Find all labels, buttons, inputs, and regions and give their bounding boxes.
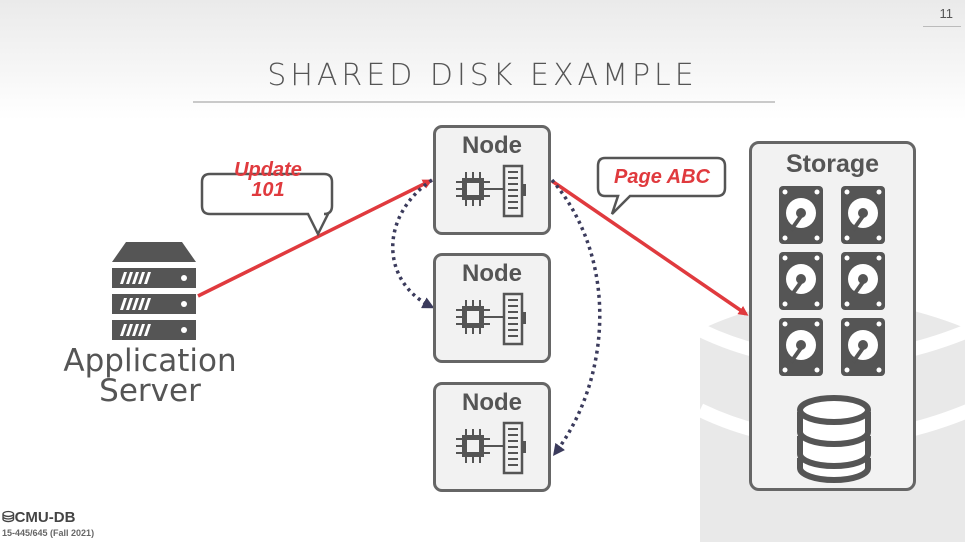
course-label: 15-445/645 (Fall 2021) (2, 528, 95, 538)
update-callout-bubble (200, 172, 334, 237)
node-3-label: Node (462, 389, 522, 416)
page-request-arrow (551, 179, 749, 316)
title-underline (193, 101, 775, 103)
node-2: Node (433, 253, 551, 363)
cpu-memory-icon (456, 292, 526, 346)
node-1: Node (433, 125, 551, 235)
slide-title: SHARED DISK EXAMPLE (267, 58, 698, 93)
application-server-label-line1: Application (63, 343, 237, 379)
hard-disk-array (779, 186, 887, 378)
node-1-label: Node (462, 132, 522, 159)
update-callout-line2: 101 (251, 179, 285, 201)
update-arrow (197, 179, 433, 298)
cmu-db-logo: ⛁CMU-DB (2, 508, 75, 526)
cpu-memory-icon (456, 421, 526, 475)
storage-box: Storage (749, 141, 916, 491)
server-rack-icon (112, 242, 196, 340)
cmu-db-logo-text: CMU-DB (14, 509, 76, 526)
application-server-label-line2: Server (99, 373, 201, 409)
slide-number: 11 (939, 6, 954, 21)
node-2-label: Node (462, 260, 522, 287)
update-callout-line1: Update (234, 159, 302, 181)
node-3: Node (433, 382, 551, 492)
cpu-memory-icon (456, 164, 526, 218)
slide-number-rule (923, 26, 961, 27)
database-logo-icon: ⛁ (2, 509, 15, 526)
application-server-label: Application Server (55, 343, 245, 409)
update-callout-text: Update 101 (205, 160, 331, 200)
database-icon (797, 395, 871, 483)
page-callout-text: Page ABC (614, 166, 710, 188)
invalidate-arrow-node3 (550, 178, 602, 457)
invalidate-arrow-node2 (391, 178, 435, 309)
storage-label: Storage (785, 150, 880, 178)
page-callout-bubble (596, 156, 727, 215)
